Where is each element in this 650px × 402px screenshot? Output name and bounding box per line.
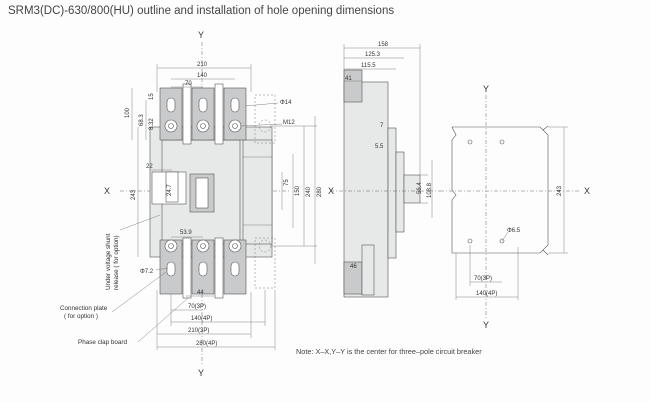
dim-240: 240 <box>306 186 312 197</box>
hole-dim-243: 243 <box>557 185 563 196</box>
top-terminals <box>159 87 276 144</box>
front-view: Y Y X <box>60 30 323 378</box>
dim-56-4: 56.4 <box>417 182 423 194</box>
dim-70: 70 <box>185 81 192 87</box>
dim-5-5: 5.5 <box>375 144 384 150</box>
dim-44: 44 <box>197 290 204 296</box>
dim-15: 15 <box>149 93 155 100</box>
y-axis-right-bottom: Y <box>483 320 489 330</box>
phase-clap-label: Phase clap board <box>78 339 128 346</box>
fourth-pole-bottom <box>254 237 276 289</box>
dim-125-3: 125.3 <box>365 52 381 58</box>
dim-140: 140 <box>197 73 208 79</box>
hole-outline <box>451 126 549 254</box>
uv-release-label-2: release ( for option) <box>113 235 120 290</box>
dim-7: 7 <box>380 123 384 129</box>
dim-24-7: 24.7 <box>167 184 173 196</box>
dim-70-3p: 70(3P) <box>188 304 206 310</box>
dim-8-32: 8.32 <box>149 118 155 130</box>
dim-46: 46 <box>350 264 357 270</box>
dim-75: 75 <box>284 179 290 186</box>
dim-158: 158 <box>378 42 389 48</box>
handle <box>195 177 209 209</box>
dim-280: 280 <box>317 186 323 197</box>
y-axis-top-label: Y <box>198 30 204 40</box>
connection-plate-label: Connection plate <box>60 305 108 312</box>
phase-clap-board <box>182 83 192 145</box>
dim-100: 100 <box>125 107 131 118</box>
hole-view: Y Y X 243 Φ6.5 70(3P) 140(4P) <box>440 84 590 330</box>
y-axis-right-top: Y <box>483 84 489 94</box>
bottom-terminals <box>159 237 276 295</box>
dim-140-4p: 140(4P) <box>191 316 212 322</box>
dim-phi7-2: Φ7.2 <box>140 269 154 275</box>
dim-280-4p: 280(4P) <box>196 341 217 347</box>
dim-210: 210 <box>197 62 208 68</box>
side-handle <box>403 174 421 204</box>
dim-210-3p: 210(3P) <box>188 328 209 334</box>
hole-dim-phi6-5: Φ6.5 <box>507 228 521 234</box>
side-view: 158 125.3 115.5 41 7 5.5 56.4 108.8 46 X <box>328 42 440 298</box>
x-axis-mid-label: X <box>328 186 334 196</box>
x-axis-far-right: X <box>584 186 590 196</box>
dim-m12: M12 <box>283 120 295 126</box>
dim-22: 22 <box>146 164 153 170</box>
dim-41: 41 <box>345 76 352 82</box>
fourth-pole-top <box>254 94 276 144</box>
dim-68-3: 68.3 <box>139 114 145 126</box>
hole-dim-140-4p: 140(4P) <box>476 291 497 297</box>
dim-150: 150 <box>295 185 301 196</box>
connection-plate-sub: ( for option ) <box>64 313 98 320</box>
dim-108-8: 108.8 <box>427 182 433 198</box>
dim-115-5: 115.5 <box>361 63 376 69</box>
uv-release-label-1: Under voltage shunt <box>105 233 112 290</box>
y-axis-bottom-label: Y <box>198 368 204 378</box>
dim-phi14: Φ14 <box>280 100 292 106</box>
page-title: SRM3(DC)-630/800(HU) outline and install… <box>8 5 395 17</box>
dim-243: 243 <box>131 189 137 200</box>
window-inner <box>165 171 179 203</box>
dim-53-9: 53.9 <box>180 230 192 236</box>
hole-dim-70-3p: 70(3P) <box>474 276 492 282</box>
accessory-area <box>242 139 273 245</box>
footnote: Note: X–X,Y–Y is the center for three–po… <box>296 347 482 356</box>
x-axis-left-label: X <box>104 186 110 196</box>
